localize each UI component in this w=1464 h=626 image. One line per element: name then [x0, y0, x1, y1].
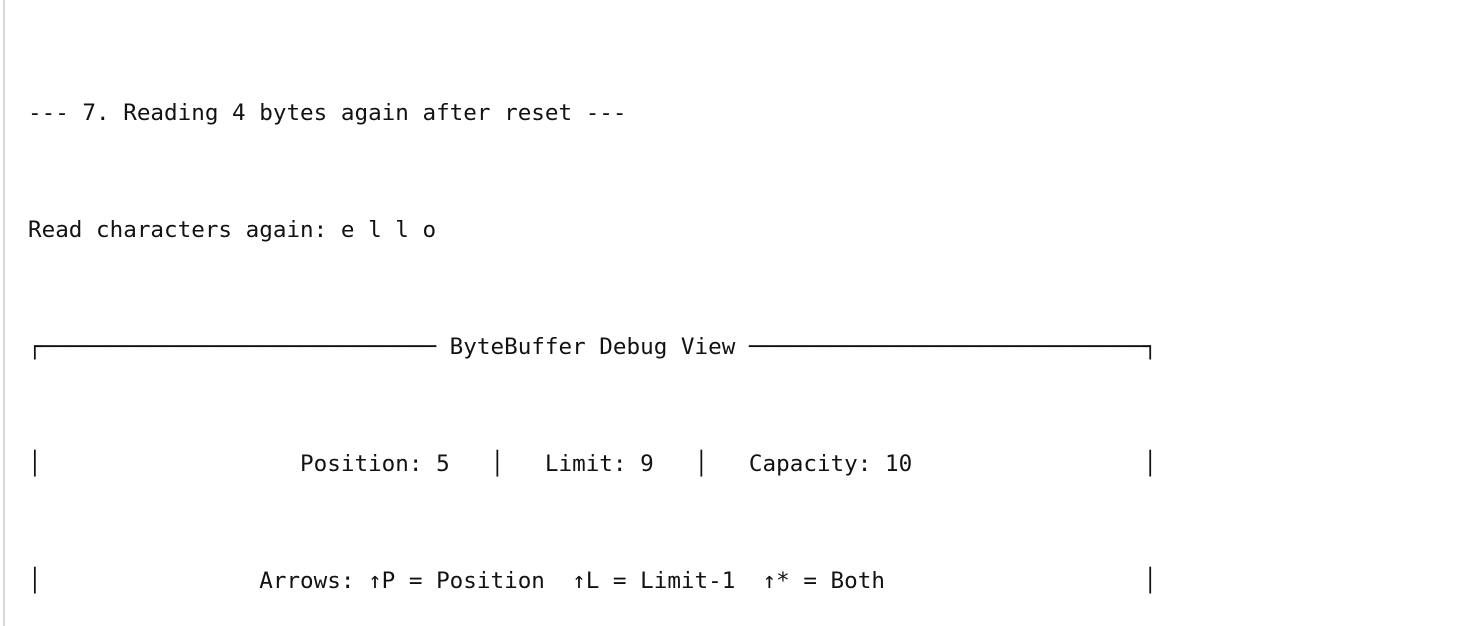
read-result-line: Read characters again: e l l o [28, 217, 437, 243]
debug-view-top-border: ┌───────────────────────────── ByteBuffe… [28, 334, 1158, 360]
panel-edge-border [3, 0, 5, 626]
buffer-stats-line: │ Position: 5 │ Limit: 9 │ Capacity: 10 … [28, 451, 1158, 477]
section-header-line: --- 7. Reading 4 bytes again after reset… [28, 100, 627, 126]
console-output: --- 7. Reading 4 bytes again after reset… [28, 16, 1157, 626]
arrow-legend-line: │ Arrows: ↑P = Position ↑L = Limit-1 ↑* … [28, 568, 1158, 594]
